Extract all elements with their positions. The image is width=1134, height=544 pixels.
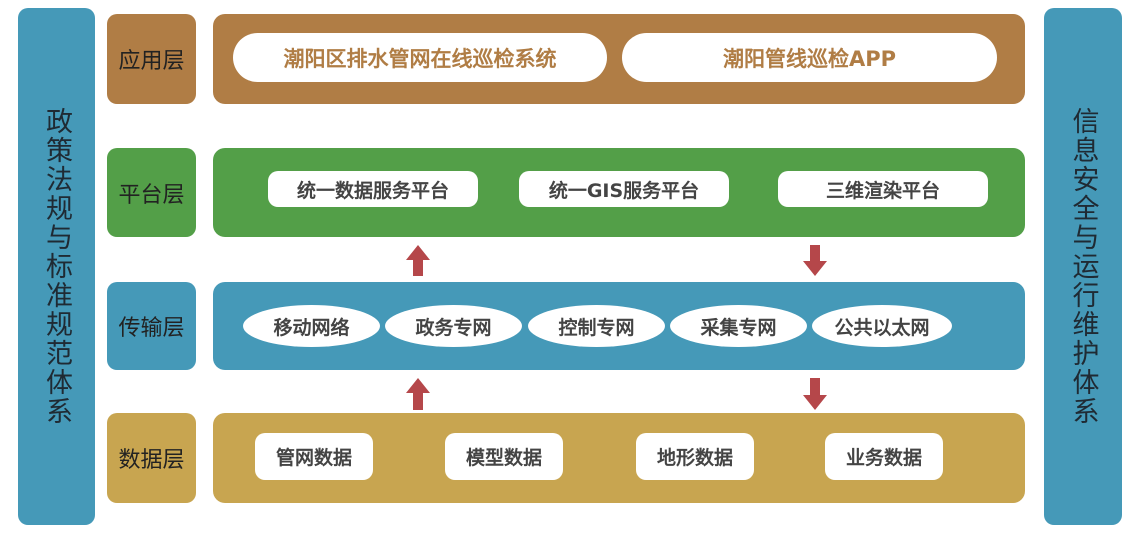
- app-item-inspection-app: 潮阳管线巡检APP: [622, 33, 997, 82]
- arrow-up-icon: [406, 245, 430, 276]
- app-item-inspection-system: 潮阳区排水管网在线巡检系统: [233, 33, 607, 82]
- data-item-business: 业务数据: [825, 433, 943, 480]
- transport-layer-label: 传输层: [107, 282, 196, 370]
- security-operations-pillar: 信息安全与运行维护体系: [1044, 8, 1122, 525]
- transport-item-collection-network: 采集专网: [670, 305, 807, 347]
- arrow-down-icon: [803, 378, 827, 410]
- policy-standards-pillar: 政策法规与标准规范体系: [18, 8, 95, 525]
- transport-item-mobile: 移动网络: [243, 305, 380, 347]
- data-item-pipe: 管网数据: [255, 433, 373, 480]
- arrow-up-icon: [406, 378, 430, 410]
- transport-item-control-network: 控制专网: [528, 305, 665, 347]
- policy-standards-label: 政策法规与标准规范体系: [41, 107, 72, 426]
- transport-item-ethernet: 公共以太网: [812, 305, 952, 347]
- security-operations-label: 信息安全与运行维护体系: [1067, 107, 1099, 426]
- application-layer-label: 应用层: [107, 14, 196, 104]
- transport-item-gov-network: 政务专网: [385, 305, 522, 347]
- platform-item-3d-render: 三维渲染平台: [778, 171, 988, 207]
- arrow-down-icon: [803, 245, 827, 276]
- platform-item-data-service: 统一数据服务平台: [268, 171, 478, 207]
- platform-item-gis-service: 统一GIS服务平台: [519, 171, 729, 207]
- data-item-terrain: 地形数据: [636, 433, 754, 480]
- platform-layer-label: 平台层: [107, 148, 196, 237]
- data-layer-label: 数据层: [107, 413, 196, 503]
- data-item-model: 模型数据: [445, 433, 563, 480]
